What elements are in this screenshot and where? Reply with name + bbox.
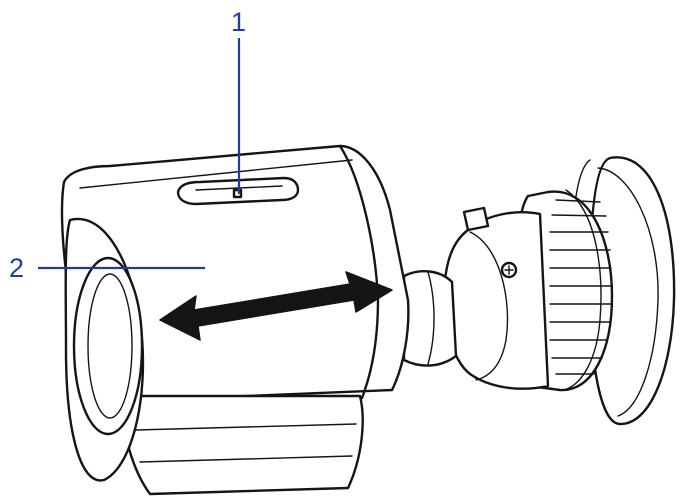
callout-1-label: 1 (231, 7, 246, 37)
slot-screw-icon (232, 188, 243, 199)
camera-neck (402, 270, 458, 367)
camera-housing (60, 144, 410, 496)
bracket-joint (442, 206, 550, 390)
lens-bezel (64, 217, 145, 482)
rotation-arrow (159, 271, 393, 341)
callout-2-label: 2 (9, 253, 24, 283)
